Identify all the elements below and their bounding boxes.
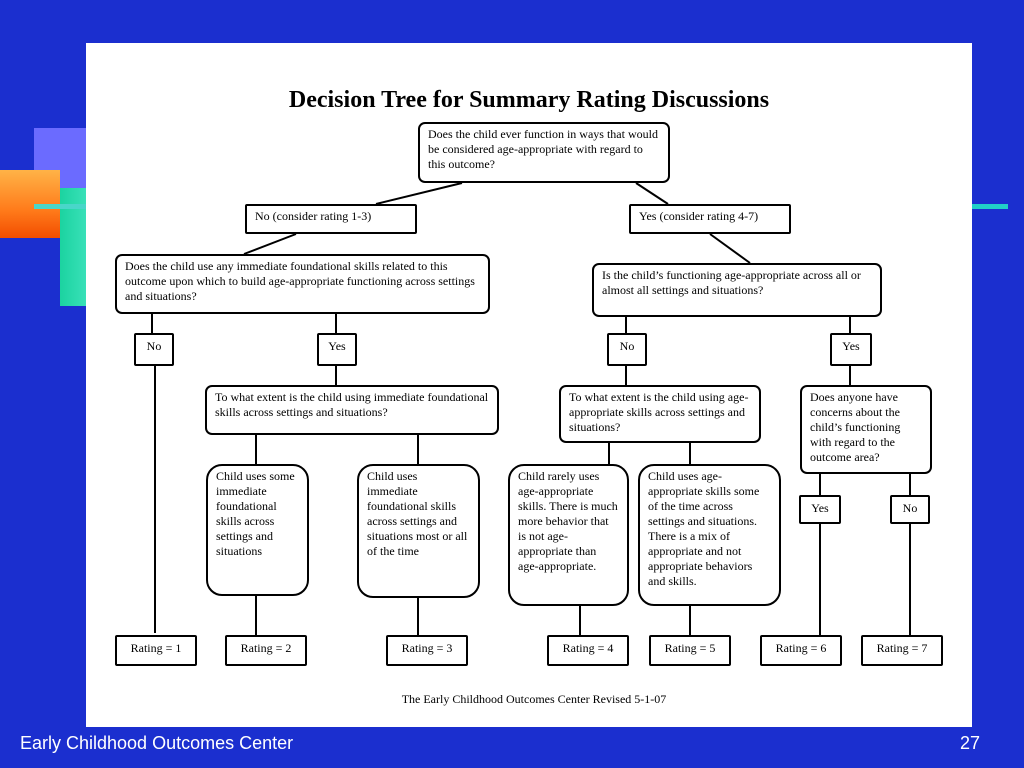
foundational-skills-question-node: Does the child use any immediate foundat… — [115, 254, 490, 314]
rating-2-node: Rating = 2 — [225, 635, 307, 666]
age-appropriate-question-node: Is the child’s functioning age-appropria… — [592, 263, 882, 317]
rating-4-description-node: Child rarely uses age-appropriate skills… — [508, 464, 629, 606]
age-appropriate-extent-question-node: To what extent is the child using age-ap… — [559, 385, 761, 443]
rating-4-node: Rating = 4 — [547, 635, 629, 666]
rating-5-node: Rating = 5 — [649, 635, 731, 666]
rating-7-node: Rating = 7 — [861, 635, 943, 666]
rating-5-description-node: Child uses age-appropriate skills some o… — [638, 464, 781, 606]
foundational-yes-node: Yes — [317, 333, 357, 366]
concerns-yes-node: Yes — [799, 495, 841, 524]
age-appropriate-yes-node: Yes — [830, 333, 872, 366]
connector-lines — [151, 182, 911, 635]
diagram-title: Decision Tree for Summary Rating Discuss… — [288, 87, 770, 113]
foundational-no-node: No — [134, 333, 174, 366]
revision-footnote: The Early Childhood Outcomes Center Revi… — [401, 692, 667, 706]
foundational-extent-question-node: To what extent is the child using immedi… — [205, 385, 499, 435]
slide-panel: Decision Tree for Summary Rating Discuss… — [86, 43, 972, 727]
decor-line-left — [34, 204, 86, 209]
concerns-question-node: Does anyone have concerns about the chil… — [800, 385, 932, 474]
age-appropriate-no-node: No — [607, 333, 647, 366]
rating-3-node: Rating = 3 — [386, 635, 468, 666]
slide-number: 27 — [960, 733, 981, 753]
yes-branch-node: Yes (consider rating 4-7) — [629, 204, 791, 234]
rating-6-node: Rating = 6 — [760, 635, 842, 666]
root-question-node: Does the child ever function in ways tha… — [418, 122, 670, 183]
rating-2-description-node: Child uses some immediate foundational s… — [206, 464, 309, 596]
no-branch-node: No (consider rating 1-3) — [245, 204, 417, 234]
rating-1-node: Rating = 1 — [115, 635, 197, 666]
footer-organization: Early Childhood Outcomes Center — [20, 733, 294, 753]
rating-3-description-node: Child uses immediate foundational skills… — [357, 464, 480, 598]
decor-line-right — [972, 204, 1008, 209]
concerns-no-node: No — [890, 495, 930, 524]
